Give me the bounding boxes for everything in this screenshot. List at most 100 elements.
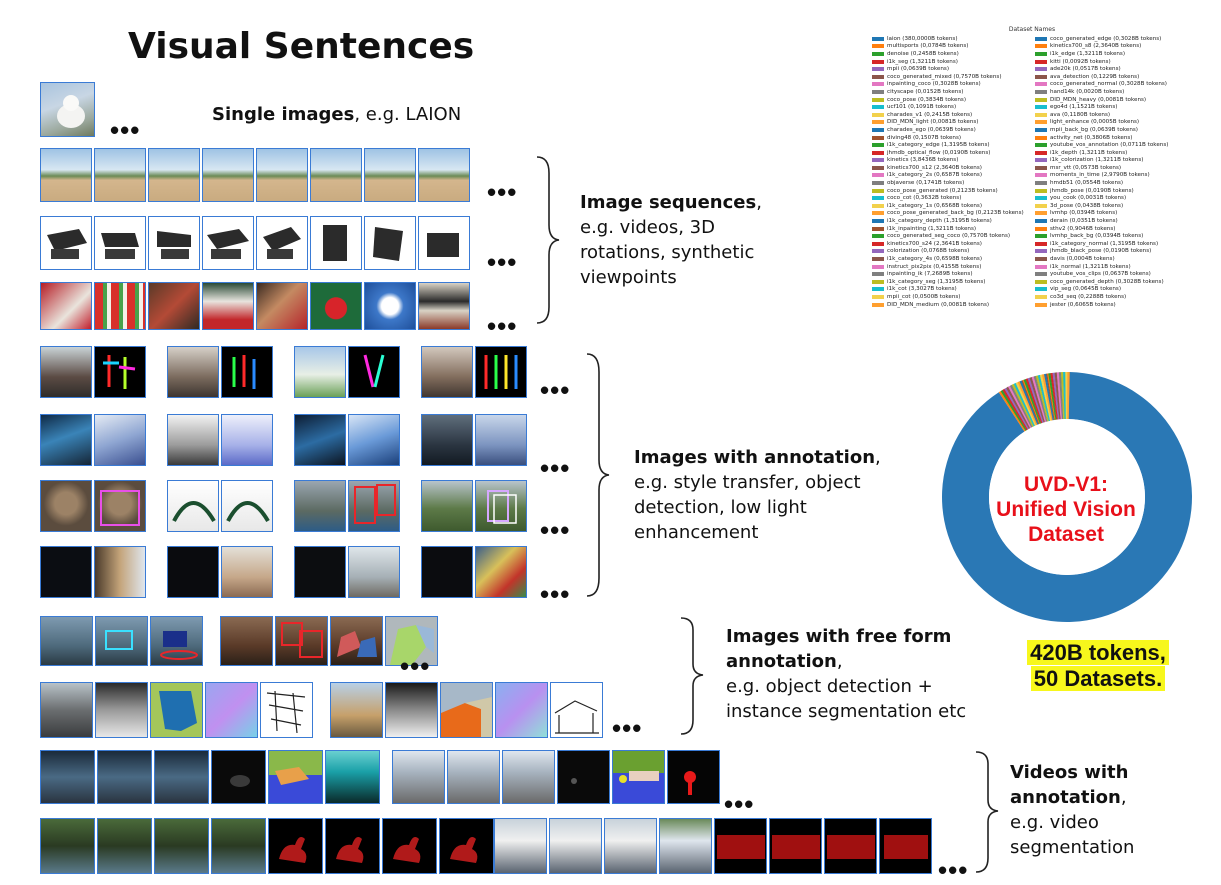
legend-label: i1k_category_2s (0,6587B tokens) [887, 172, 983, 179]
legend-swatch [1035, 105, 1047, 110]
legend-item: coco_generated_depth (0,3028B tokens) [1035, 278, 1192, 286]
sequence-frame [418, 216, 470, 270]
legend-item: inpainting_coco (0,3028B tokens) [872, 81, 1029, 89]
legend-item: msr_vtt (0,0573B tokens) [1035, 164, 1192, 172]
annotation-pair [421, 480, 529, 532]
donut-slice [1007, 386, 1031, 429]
sequence-frame [40, 216, 92, 270]
legend-swatch [872, 219, 884, 224]
legend-item: i1k_category_seg (1,3195B tokens) [872, 278, 1029, 286]
donut-slice [1063, 372, 1066, 420]
donut-slice [1034, 375, 1048, 422]
annotation-pair [294, 346, 402, 398]
legend-swatch [1035, 279, 1047, 284]
donut-slice [1057, 372, 1063, 420]
legend-item: multisports (0,0784B tokens) [872, 43, 1029, 51]
legend-label: laion (380,0000B tokens) [887, 35, 958, 42]
freeform-frame [330, 616, 383, 666]
page-title: Visual Sentences [128, 26, 475, 67]
legend-swatch [1035, 287, 1047, 292]
donut-slice [1024, 378, 1042, 424]
legend-item: coco_pose_generated (0,2123B tokens) [872, 187, 1029, 195]
legend-label: coco_pose_generated_back_bg (0,2123B tok… [887, 210, 1024, 217]
legend-label: light_enhance (0,0005B tokens) [1050, 119, 1140, 126]
donut-slice [999, 390, 1026, 432]
donut-slice [1053, 372, 1060, 420]
video-frame [659, 818, 712, 874]
legend-swatch [1035, 36, 1047, 41]
legend-item: moments_in_time (2,9790B tokens) [1035, 172, 1192, 180]
annotation-input [421, 480, 473, 532]
donut-slice [1004, 388, 1029, 430]
annotation-pair [40, 480, 148, 532]
legend-swatch [1035, 59, 1047, 64]
legend-item: DID_MDN_medium (0,0081B tokens) [872, 301, 1029, 309]
legend-label: youtube_vos_clips (0,0637B tokens) [1050, 271, 1151, 278]
sequence-frame [310, 148, 362, 202]
legend-swatch [1035, 44, 1047, 49]
video-strip-1 [40, 750, 382, 804]
video-frame [40, 750, 95, 804]
legend-label: i1k_normal (1,3211B tokens) [1050, 263, 1131, 270]
legend-item: lvmhp (0,0394B tokens) [1035, 210, 1192, 218]
legend-label: lvmhp_back_bg (0,0394B tokens) [1050, 233, 1144, 240]
sequence-frame [310, 282, 362, 330]
legend-item: i1k_seg (1,3211B tokens) [872, 58, 1029, 66]
freeform-frame [220, 616, 273, 666]
legend-item: hand14k (0,0020B tokens) [1035, 88, 1192, 96]
legend-item: i1k_inpainting (1,3211B tokens) [872, 225, 1029, 233]
annotation-input [294, 346, 346, 398]
legend-label: hmdb51 (0,0554B tokens) [1050, 180, 1124, 187]
legend-title: Dataset Names [1008, 26, 1056, 33]
legend-item: coco_generated_seg_coco (0,7570B tokens) [872, 232, 1029, 240]
annotation-output [348, 414, 400, 466]
donut-slice [1030, 377, 1046, 423]
bracket-freeform [680, 617, 704, 735]
legend-label: colorization (0,0768B tokens) [887, 248, 970, 255]
annotation-pair [167, 546, 275, 598]
donut-slice [1008, 385, 1032, 428]
sequence-frame [256, 216, 308, 270]
legend-swatch [1035, 143, 1047, 148]
donut-slice [1062, 372, 1065, 420]
legend-label: i1k_edge (1,3211B tokens) [1050, 50, 1126, 57]
legend-label: DID_MDN_light (0,0081B tokens) [887, 119, 979, 126]
annotation-output [475, 414, 527, 466]
legend-label: inpainting_ik (7,2689B tokens) [887, 271, 973, 278]
annotation-output [221, 414, 273, 466]
annotation-input [421, 546, 473, 598]
legend-item: i1k_category_1s (0,6568B tokens) [872, 202, 1029, 210]
legend-label: coco_generated_seg_coco (0,7570B tokens) [887, 233, 1011, 240]
legend-label: DID_MDN_heavy (0,0081B tokens) [1050, 96, 1147, 103]
annotation-input [40, 480, 92, 532]
legend-label: kinetics700_s8 (2,3640B tokens) [1050, 43, 1142, 50]
legend-label: derain (0,0351B tokens) [1050, 218, 1118, 225]
legend-swatch [872, 272, 884, 277]
sequence-frame [148, 282, 200, 330]
legend-item: ade20k (0,0517B tokens) [1035, 65, 1192, 73]
donut-slice [1031, 376, 1046, 423]
donut-slice [1067, 372, 1070, 420]
legend-label: ucf101 (0,1091B tokens) [887, 104, 957, 111]
legend-label: jhmdb_pose (0,0190B tokens) [1050, 187, 1134, 194]
annotation-input [294, 546, 346, 598]
legend-item: derain (0,0351B tokens) [1035, 217, 1192, 225]
legend-swatch [1035, 120, 1047, 125]
legend-swatch [1035, 257, 1047, 262]
video-frame [879, 818, 932, 874]
legend-swatch [872, 264, 884, 269]
legend-label: i1k_seg (1,3211B tokens) [887, 58, 958, 65]
donut-slice [1032, 376, 1047, 423]
caption-freeform: Images with free form annotation, e.g. o… [726, 626, 967, 722]
legend-swatch [1035, 181, 1047, 186]
legend-swatch [872, 226, 884, 231]
legend-item: jester (0,6065B tokens) [1035, 301, 1192, 309]
annotation-output [348, 546, 400, 598]
legend-label: denoise (0,2458B tokens) [887, 50, 959, 57]
legend-label: jhmdb_black_pose (0,0190B tokens) [1050, 248, 1152, 255]
annotation-output [475, 346, 527, 398]
video-frame [268, 750, 323, 804]
sequence-frame [94, 148, 146, 202]
donut-slice [1040, 374, 1052, 421]
legend-item: jhmdb_optical_flow (0,0190B tokens) [872, 149, 1029, 157]
